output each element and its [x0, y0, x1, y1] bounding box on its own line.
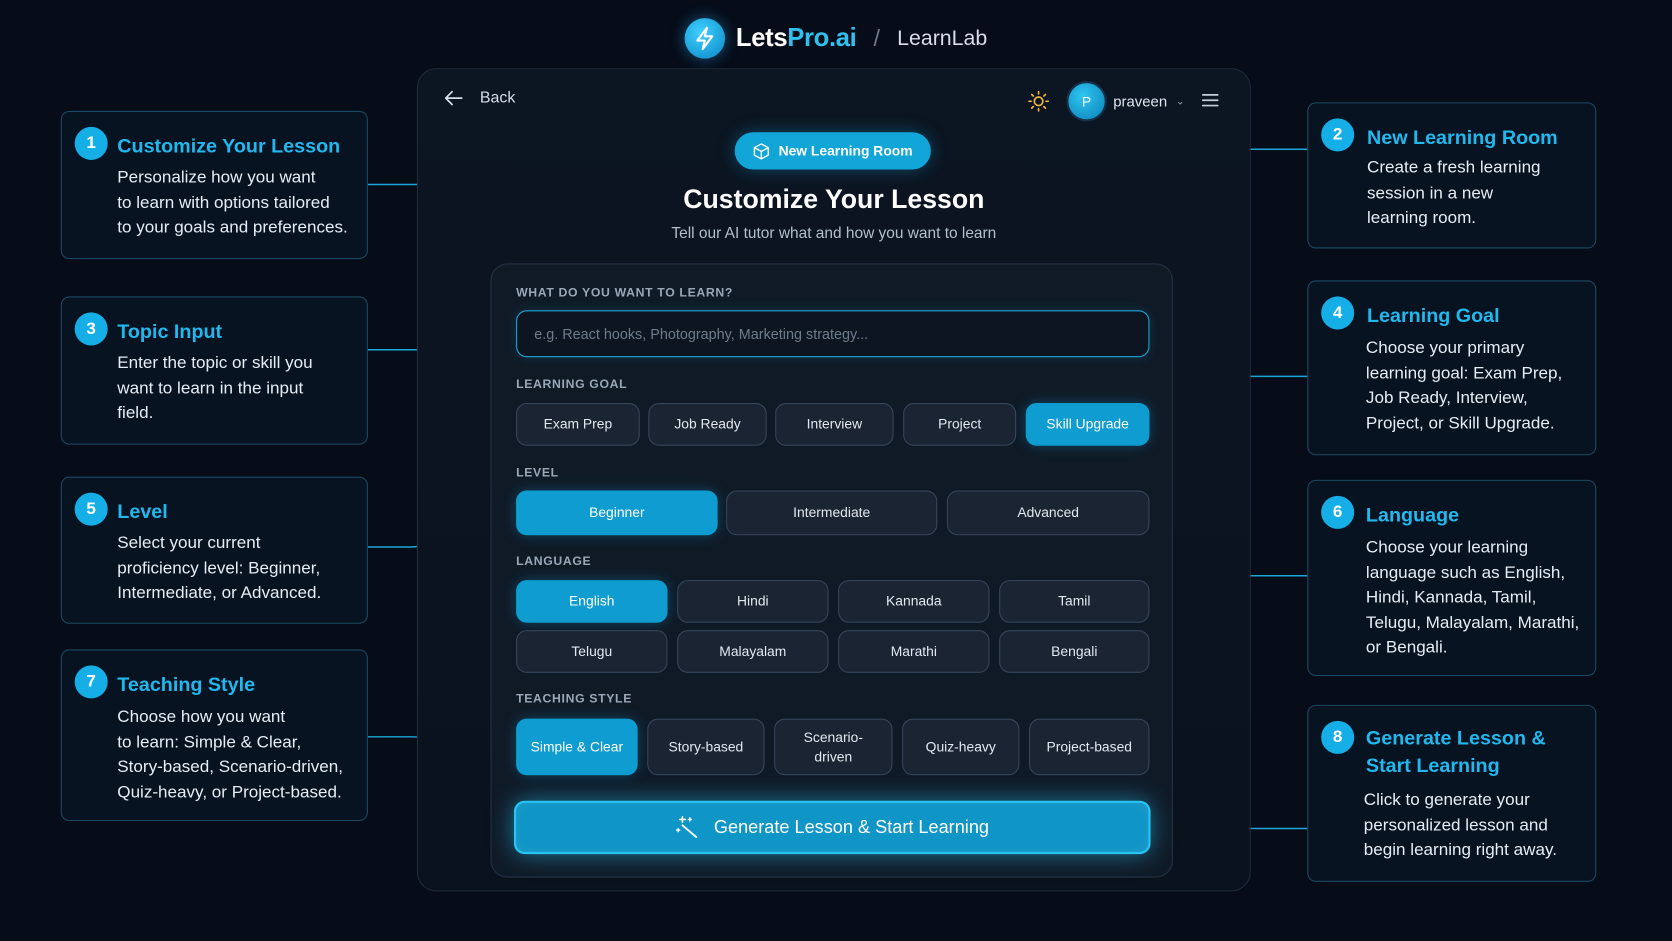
- generate-lesson-label: Generate Lesson & Start Learning: [713, 816, 989, 838]
- lesson-form-panel: WHAT DO YOU WANT TO LEARN? LEARNING GOAL…: [490, 263, 1173, 878]
- user-menu-button[interactable]: P praveen ⌄: [1068, 83, 1185, 120]
- teaching-style-label: TEACHING STYLE: [516, 693, 633, 706]
- style-option-project-based[interactable]: Project-based: [1028, 718, 1150, 776]
- generate-lesson-button[interactable]: Generate Lesson & Start Learning: [513, 800, 1151, 855]
- top-bar: Back P praveen ⌄: [418, 69, 1250, 133]
- callout-customize-lesson: 1 Customize Your Lesson Personalize how …: [60, 110, 368, 260]
- callout-number: 8: [1321, 720, 1355, 754]
- callout-generate-lesson: 8 Generate Lesson & Start Learning Click…: [1307, 704, 1597, 882]
- level-option-beginner[interactable]: Beginner: [516, 490, 718, 536]
- callout-title: Level: [117, 500, 168, 523]
- callout-topic-input: 3 Topic Input Enter the topic or skill y…: [60, 296, 368, 445]
- callout-title: Topic Input: [117, 319, 223, 343]
- callout-title: New Learning Room: [1366, 125, 1558, 149]
- style-option-quiz-heavy[interactable]: Quiz-heavy: [902, 718, 1020, 776]
- brand-header: LetsPro.ai / LearnLab: [0, 18, 1672, 59]
- callout-number: 3: [74, 312, 108, 346]
- goal-option-job-ready[interactable]: Job Ready: [648, 403, 767, 446]
- level-option-intermediate[interactable]: Intermediate: [726, 490, 938, 536]
- hamburger-icon: [1201, 94, 1219, 107]
- lightning-icon: [684, 18, 726, 59]
- callout-number: 4: [1321, 296, 1355, 330]
- callout-number: 2: [1321, 118, 1355, 152]
- callout-learning-goal: 4 Learning Goal Choose your primary lear…: [1307, 280, 1597, 456]
- goal-option-exam-prep[interactable]: Exam Prep: [516, 403, 640, 446]
- callout-title: Customize Your Lesson: [117, 134, 341, 157]
- arrow-left-icon: [444, 90, 463, 105]
- style-option-scenario-driven[interactable]: Scenario- driven: [774, 718, 893, 776]
- avatar: P: [1068, 83, 1105, 120]
- language-option-kannada[interactable]: Kannada: [838, 580, 990, 623]
- style-option-simple-clear[interactable]: Simple & Clear: [516, 718, 638, 776]
- callout-number: 5: [74, 492, 108, 526]
- callout-description: Choose your primary learning goal: Exam …: [1365, 339, 1563, 433]
- callout-title: Learning Goal: [1366, 303, 1500, 327]
- language-option-english[interactable]: English: [516, 580, 668, 623]
- callout-title: Teaching Style: [117, 672, 256, 696]
- goal-option-project[interactable]: Project: [903, 403, 1017, 446]
- callout-number: 6: [1321, 495, 1355, 529]
- callout-description: Click to generate your personalized less…: [1363, 791, 1557, 860]
- callout-description: Choose how you want to learn: Simple & C…: [117, 708, 343, 802]
- callout-language: 6 Language Choose your learning language…: [1307, 479, 1597, 677]
- topic-input[interactable]: [516, 310, 1150, 358]
- callout-number: 7: [74, 665, 108, 699]
- brand-separator: /: [873, 24, 881, 52]
- callout-title: Generate Lesson & Start Learning: [1365, 726, 1546, 777]
- callout-teaching-style: 7 Teaching Style Choose how you want to …: [60, 649, 368, 822]
- level-label: LEVEL: [516, 467, 559, 480]
- language-option-hindi[interactable]: Hindi: [677, 580, 829, 623]
- callout-description: Enter the topic or skill you want to lea…: [117, 354, 313, 423]
- page-subtitle: Tell our AI tutor what and how you want …: [671, 224, 997, 243]
- goal-option-skill-upgrade[interactable]: Skill Upgrade: [1025, 403, 1150, 446]
- style-option-story-based[interactable]: Story-based: [647, 718, 765, 776]
- callout-title: Language: [1365, 503, 1460, 526]
- product-name: LearnLab: [897, 26, 988, 50]
- callout-new-learning-room: 2 New Learning Room Create a fresh learn…: [1307, 102, 1597, 249]
- back-label: Back: [479, 88, 516, 107]
- callout-description: Personalize how you want to learn with o…: [117, 168, 348, 237]
- learning-goal-label: LEARNING GOAL: [516, 378, 628, 392]
- goal-option-interview[interactable]: Interview: [775, 403, 894, 446]
- callout-description: Create a fresh learning session in a new…: [1366, 158, 1541, 228]
- chevron-down-icon: ⌄: [1175, 95, 1185, 108]
- callout-description: Select your current proficiency level: B…: [117, 534, 322, 603]
- page-title: Customize Your Lesson: [683, 184, 985, 215]
- new-learning-room-button[interactable]: New Learning Room: [734, 132, 931, 170]
- language-option-marathi[interactable]: Marathi: [838, 630, 990, 673]
- language-label: LANGUAGE: [516, 555, 592, 569]
- callout-number: 1: [74, 126, 108, 160]
- language-option-malayalam[interactable]: Malayalam: [677, 630, 829, 673]
- theme-toggle-button[interactable]: [1028, 90, 1050, 118]
- cube-icon: [753, 142, 770, 160]
- callout-level: 5 Level Select your current proficiency …: [60, 476, 368, 624]
- topic-label: WHAT DO YOU WANT TO LEARN?: [516, 286, 734, 300]
- back-button[interactable]: Back: [444, 88, 516, 107]
- new-learning-room-label: New Learning Room: [778, 142, 913, 159]
- language-option-telugu[interactable]: Telugu: [516, 630, 668, 673]
- brand-name: LetsPro.ai: [735, 23, 857, 53]
- sun-icon: [1028, 90, 1050, 112]
- callout-description: Choose your learning language such as En…: [1365, 538, 1580, 657]
- menu-button[interactable]: [1201, 93, 1219, 113]
- language-option-tamil[interactable]: Tamil: [999, 580, 1150, 623]
- sparkle-wand-icon: [675, 815, 697, 839]
- level-option-advanced[interactable]: Advanced: [946, 490, 1150, 536]
- username: praveen: [1113, 92, 1168, 110]
- language-option-bengali[interactable]: Bengali: [999, 630, 1150, 673]
